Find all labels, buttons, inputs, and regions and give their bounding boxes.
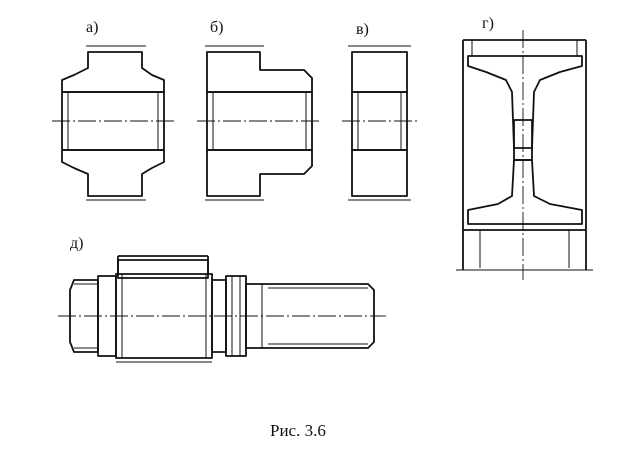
- label-part-g: г): [482, 15, 494, 32]
- part-v-drawing: [342, 45, 417, 201]
- part-a-drawing: [52, 45, 174, 201]
- figure-caption: Рис. 3.6: [270, 421, 326, 440]
- label-part-b: б): [210, 19, 223, 36]
- label-part-d: д): [70, 235, 83, 252]
- label-part-a: а): [86, 19, 98, 36]
- label-part-v: в): [356, 21, 369, 38]
- part-d-drawing: [58, 255, 386, 363]
- part-g-drawing: [456, 30, 593, 280]
- part-b-drawing: [197, 45, 322, 201]
